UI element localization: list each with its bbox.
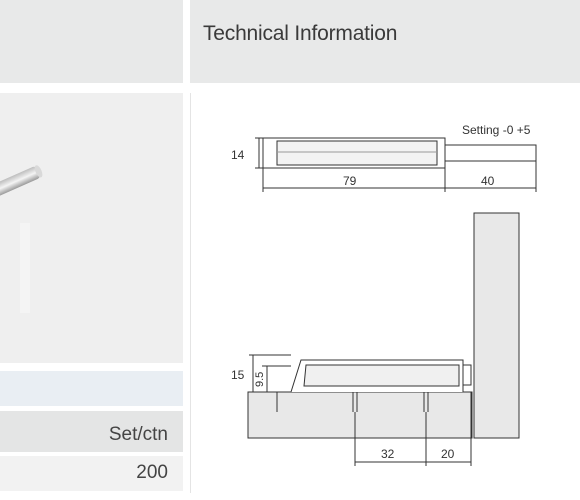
dim-hole-32: 32 xyxy=(381,447,395,461)
technical-drawing: 14 79 40 Setting -0 +5 15 9.5 32 20 xyxy=(231,123,537,466)
header-right-panel xyxy=(190,0,580,83)
dim-body-79: 79 xyxy=(343,174,357,188)
table-row xyxy=(0,456,183,491)
set-per-carton-header: Set/ctn xyxy=(108,424,168,445)
dim-height-15: 15 xyxy=(231,368,245,382)
dim-height-14: 14 xyxy=(231,148,245,162)
technical-drawing-panel: 14 79 40 Setting -0 +5 15 9.5 32 20 xyxy=(190,93,580,493)
table-header-row xyxy=(0,411,183,452)
page-title: Technical Information xyxy=(203,22,398,45)
set-per-carton-value: 200 xyxy=(136,462,168,483)
setting-note: Setting -0 +5 xyxy=(462,123,531,137)
header-left-panel xyxy=(0,0,183,83)
damper-rod xyxy=(0,165,43,202)
dim-edge-20: 20 xyxy=(441,447,455,461)
dim-height-9-5: 9.5 xyxy=(254,372,266,387)
product-photo xyxy=(0,165,43,313)
table-caption-band xyxy=(0,371,183,406)
dim-plunger-40: 40 xyxy=(481,174,495,188)
product-image xyxy=(0,93,183,363)
